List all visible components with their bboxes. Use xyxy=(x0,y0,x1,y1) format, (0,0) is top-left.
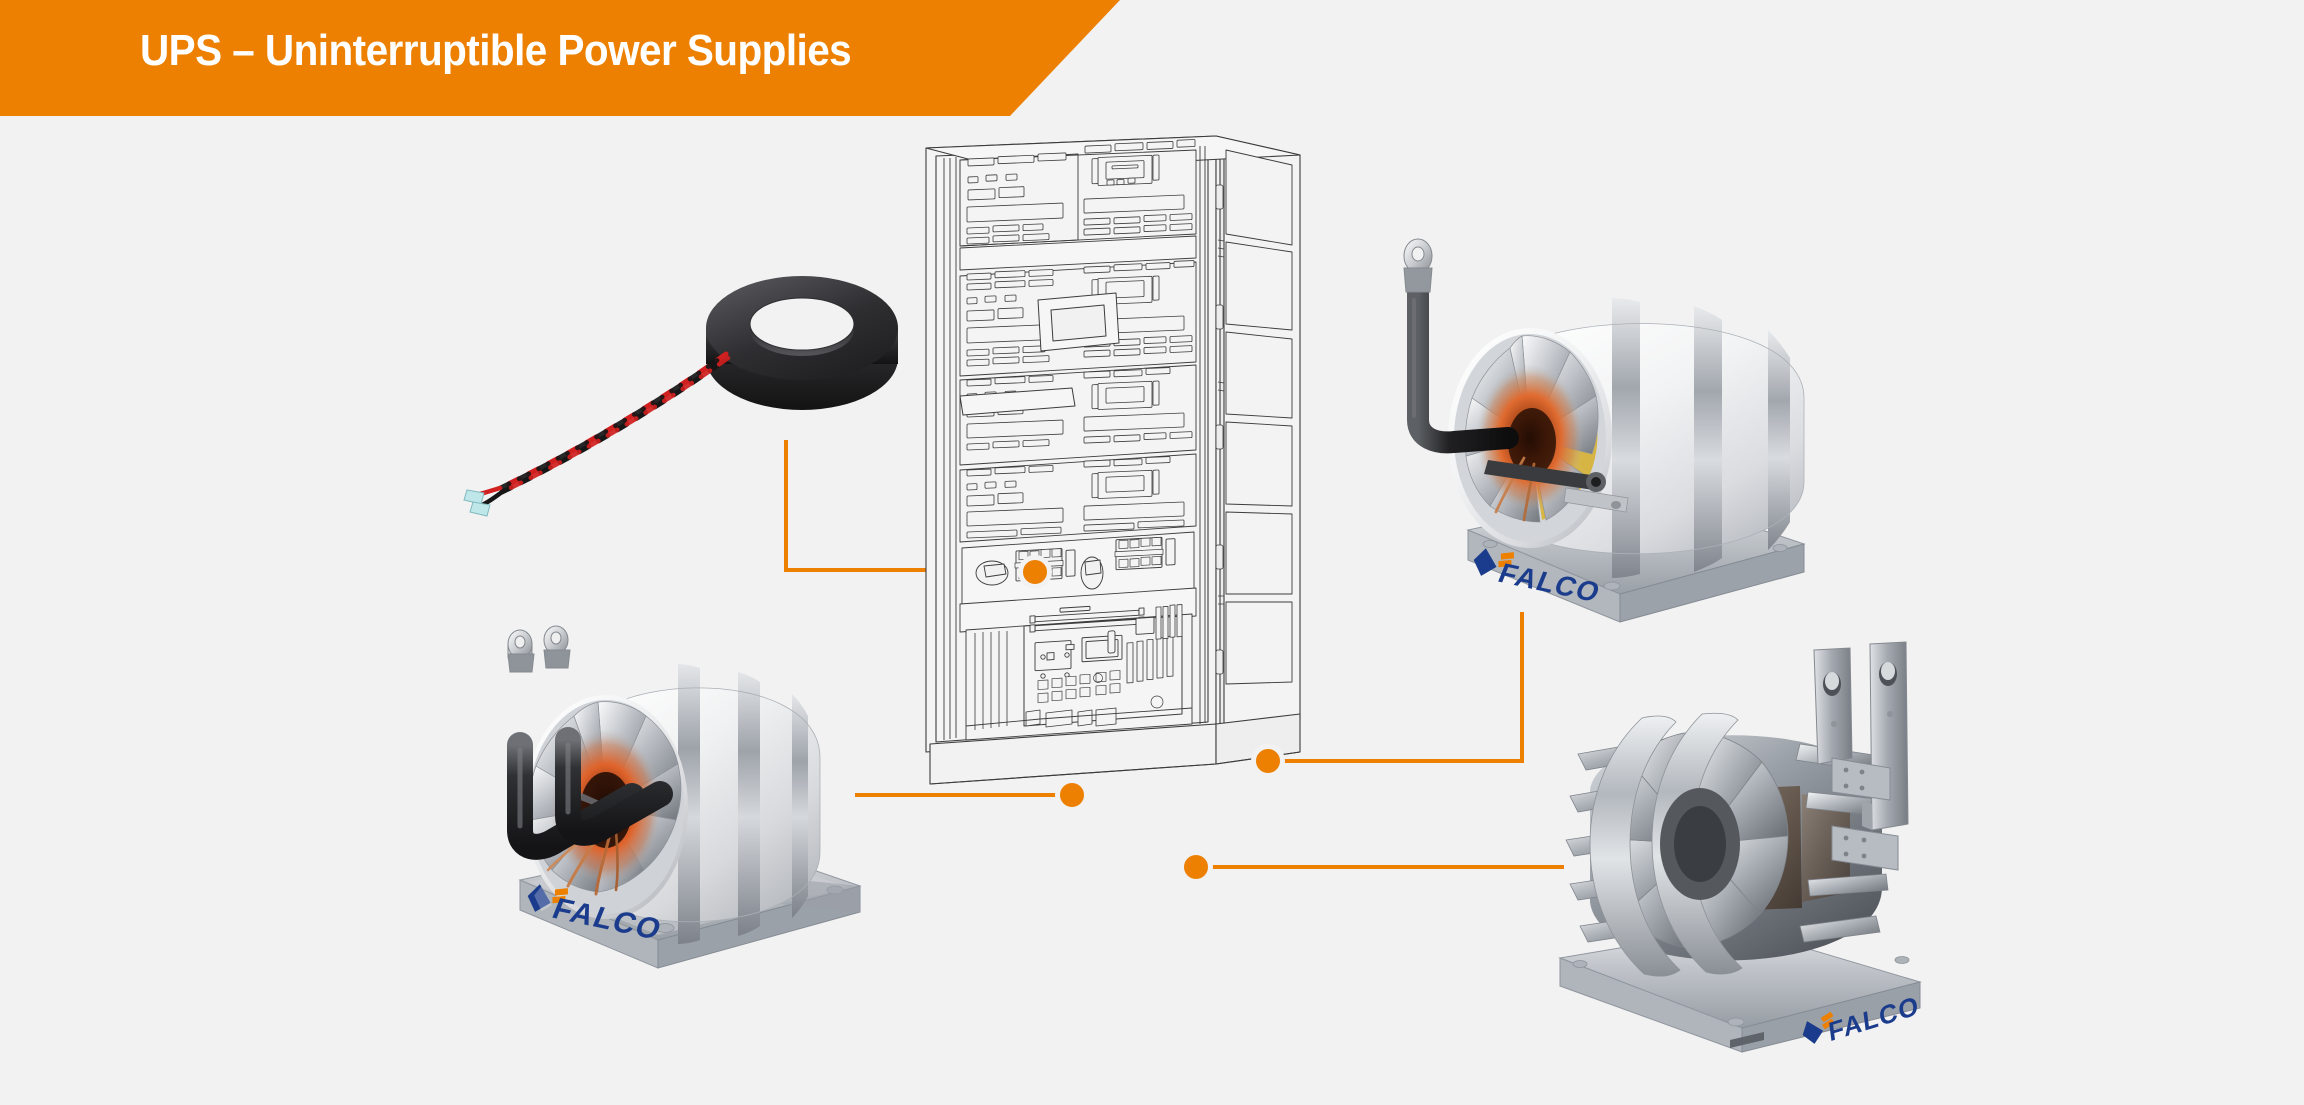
callout-dot-top-right-transformer[interactable] xyxy=(1251,744,1285,778)
callout-line-bottom-right xyxy=(1196,865,1564,869)
callout-line-current-sensor-horizontal xyxy=(784,568,1038,572)
callout-line-top-right-vertical xyxy=(1520,612,1524,763)
callout-line-top-right-horizontal xyxy=(1268,759,1524,763)
toroidal-transformer-top-right[interactable]: FALCO xyxy=(1380,230,1840,650)
callout-line-current-sensor-vertical xyxy=(784,440,788,572)
mainboard-bay xyxy=(965,604,1193,741)
inductor-core xyxy=(1565,712,1889,977)
control-display-panel xyxy=(1037,292,1120,352)
choke-left-cables xyxy=(507,625,673,860)
header-banner: UPS – Uninterruptible Power Supplies xyxy=(0,0,1120,116)
toroidal-choke-left[interactable]: FALCO xyxy=(420,590,880,1020)
transformer-top-right-cable xyxy=(1403,238,1519,454)
callout-dot-current-sensor[interactable] xyxy=(1018,555,1052,589)
callout-dot-bottom-right-inductor[interactable] xyxy=(1179,850,1213,884)
toroidal-inductor-bottom-right[interactable]: FALCO xyxy=(1550,640,2060,1105)
callout-line-left-choke xyxy=(855,793,1077,797)
inductor-terminals xyxy=(1813,641,1909,871)
page-title: UPS – Uninterruptible Power Supplies xyxy=(140,26,852,75)
callout-dot-left-choke[interactable] xyxy=(1055,778,1089,812)
ups-rack-cabinet[interactable] xyxy=(920,130,1340,790)
ferrite-toroid-current-sensor[interactable] xyxy=(440,250,920,550)
